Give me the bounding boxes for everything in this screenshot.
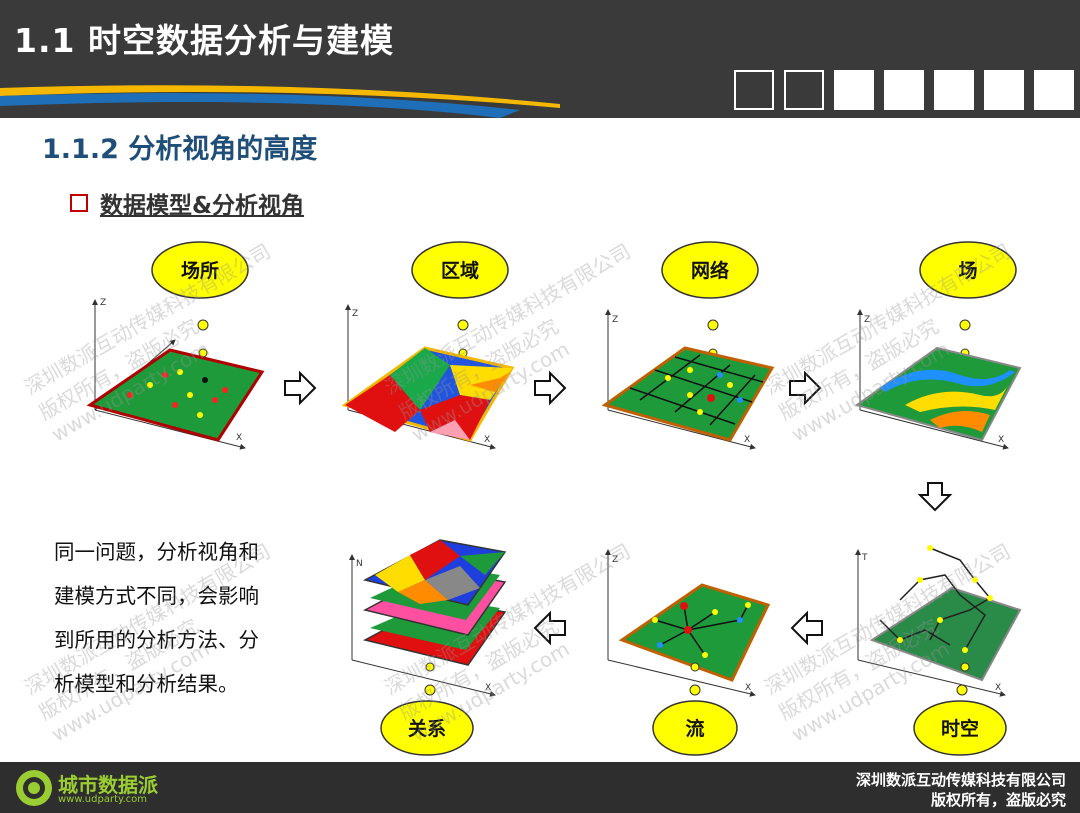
point-markers: [127, 369, 228, 418]
svg-text:X: X: [995, 683, 1001, 693]
thought-cloud: 关系: [380, 662, 474, 756]
axes: Z X: [605, 549, 756, 697]
panel-label: 场: [958, 260, 977, 282]
logo-name: 城市数据派: [58, 773, 158, 797]
header-box-outline: [734, 70, 774, 110]
header-box-filled: [884, 70, 924, 110]
arrow-left-icon: [790, 610, 823, 646]
header-box-filled: [934, 70, 974, 110]
header-title: 1.1 时空数据分析与建模: [14, 21, 394, 60]
network-nodes: [665, 367, 743, 415]
panel-network: 网络 Z X: [601, 241, 775, 450]
thought-cloud: 区域: [411, 241, 509, 358]
thought-cloud: 流: [652, 662, 738, 756]
svg-text:X: X: [744, 435, 750, 445]
copyright-notice: 版权所有，盗版必究: [930, 791, 1066, 809]
svg-text:X: X: [484, 435, 490, 445]
svg-text:Z: Z: [100, 298, 106, 308]
svg-text:N: N: [356, 559, 363, 569]
header-box-filled: [834, 70, 874, 110]
panel-spacetime: T X 时空: [855, 545, 1022, 756]
data-model-diagram: 场所 Z X 区域 Z X: [86, 241, 1022, 756]
thought-cloud: 网络: [661, 241, 759, 358]
svg-text:X: X: [998, 435, 1004, 445]
section-title: 1.1.2 分析视角的高度: [42, 134, 318, 165]
plane: [869, 586, 1022, 682]
arrow-down-icon: [917, 482, 953, 512]
panel-flow: Z X 流: [605, 549, 771, 756]
plane: [86, 348, 265, 442]
svg-text:Z: Z: [352, 309, 358, 319]
panel-relation: N X 关系: [349, 539, 507, 756]
panel-label: 区域: [441, 259, 479, 282]
panel-field: 场 Z X: [854, 241, 1022, 450]
company-info: 深圳数派互动传媒科技有限公司 版权所有，盗版必究: [856, 770, 1066, 810]
axes: N X: [349, 554, 496, 697]
panel-place: 场所 Z X: [86, 241, 265, 450]
header-box-row: [734, 70, 1074, 110]
thought-cloud: 时空: [913, 662, 1007, 756]
header-box-filled: [984, 70, 1024, 110]
axes: Z X: [857, 309, 1009, 450]
trajectory-points: [897, 545, 993, 653]
subtitle-text: 数据模型&分析视角: [100, 193, 305, 219]
footer-bar: 城市数据派 www.udparty.com 深圳数派互动传媒科技有限公司 版权所…: [0, 762, 1080, 813]
svg-text:X: X: [236, 433, 242, 443]
checkbox-bullet-icon: [70, 194, 88, 212]
header-bar: 1.1 时空数据分析与建模: [0, 0, 1080, 118]
contour-bands: [880, 369, 1015, 432]
header-box-filled: [1034, 70, 1074, 110]
company-name: 深圳数派互动传媒科技有限公司: [855, 771, 1066, 789]
arrow-right-icon: [789, 370, 822, 406]
flow-nodes: [652, 602, 751, 658]
svg-text:T: T: [861, 553, 868, 563]
thought-cloud: 场所: [151, 241, 249, 358]
panel-region: 区域 Z X: [341, 241, 515, 450]
logo-icon: [16, 770, 52, 806]
axes: T X: [855, 549, 1006, 697]
svg-text:X: X: [745, 683, 751, 693]
svg-text:Z: Z: [864, 315, 870, 325]
svg-text:Z: Z: [612, 315, 618, 325]
panel-label: 时空: [941, 717, 979, 740]
arrow-right-icon: [284, 370, 317, 406]
panel-label: 流: [685, 717, 704, 740]
thought-cloud: 场: [919, 241, 1017, 358]
svg-text:X: X: [485, 683, 491, 693]
header-swoosh: [0, 85, 560, 118]
header-box-outline: [784, 70, 824, 110]
panel-label: 关系: [408, 717, 446, 740]
arrow-right-icon: [534, 370, 567, 406]
layer-stack: [362, 539, 507, 666]
svg-text:Z: Z: [612, 555, 618, 565]
panel-label: 网络: [691, 259, 729, 282]
arrow-left-icon: [533, 610, 566, 646]
region-patches: [345, 348, 512, 440]
panel-label: 场所: [181, 260, 219, 282]
logo-url: www.udparty.com: [58, 794, 148, 805]
subtitle-row: 数据模型&分析视角: [70, 186, 304, 220]
description-text: 同一问题，分析视角和 建模方式不同，会影响 到所用的分析方法、分 析模型和分析结…: [54, 540, 259, 696]
